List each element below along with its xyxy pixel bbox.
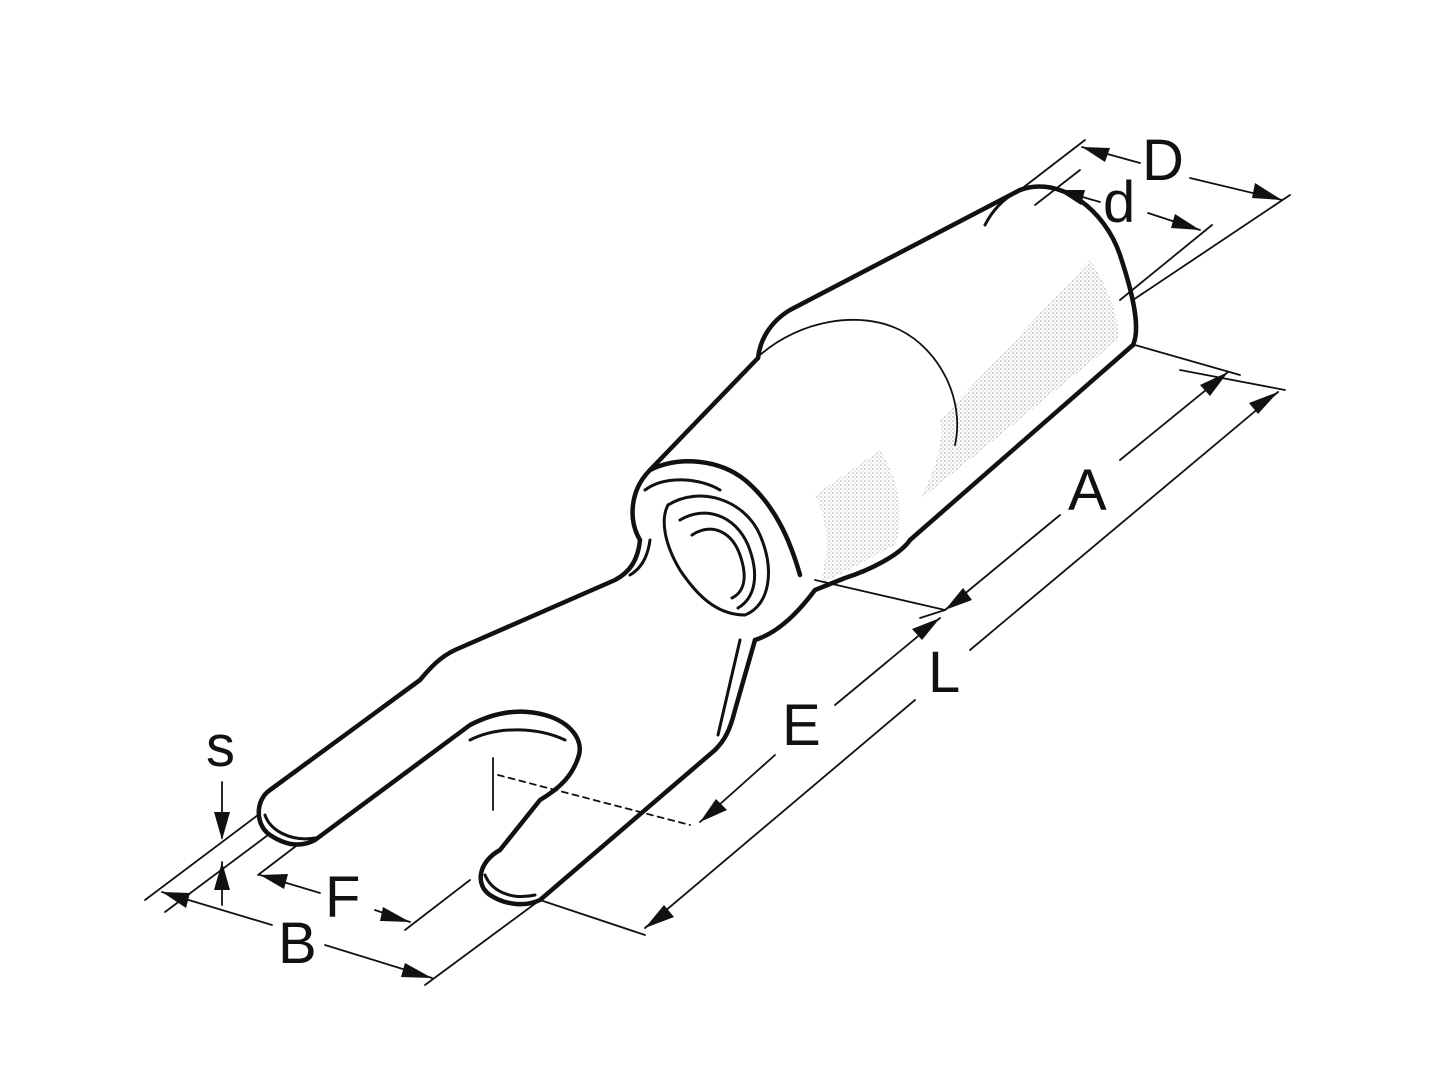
label-A: A xyxy=(1068,458,1107,523)
label-L: L xyxy=(928,640,960,705)
label-B: B xyxy=(278,911,317,976)
dimension-d: d xyxy=(1034,169,1213,301)
dimension-E: E xyxy=(699,617,941,823)
dimension-B: B xyxy=(161,891,541,986)
label-D: D xyxy=(1142,128,1184,193)
dimension-D: D xyxy=(1019,128,1291,301)
dimension-s: s xyxy=(144,714,269,913)
insulation-sleeve xyxy=(755,184,1139,543)
label-s: s xyxy=(206,714,235,779)
dimension-L: L xyxy=(539,369,1286,936)
label-d: d xyxy=(1103,170,1135,235)
dimension-F: F xyxy=(257,842,471,931)
crimp-barrel xyxy=(630,355,946,643)
stud-centerline xyxy=(492,757,691,826)
fork-blade xyxy=(256,537,758,907)
label-E: E xyxy=(782,693,821,758)
label-F: F xyxy=(325,865,360,930)
dimension-A: A xyxy=(919,344,1241,619)
